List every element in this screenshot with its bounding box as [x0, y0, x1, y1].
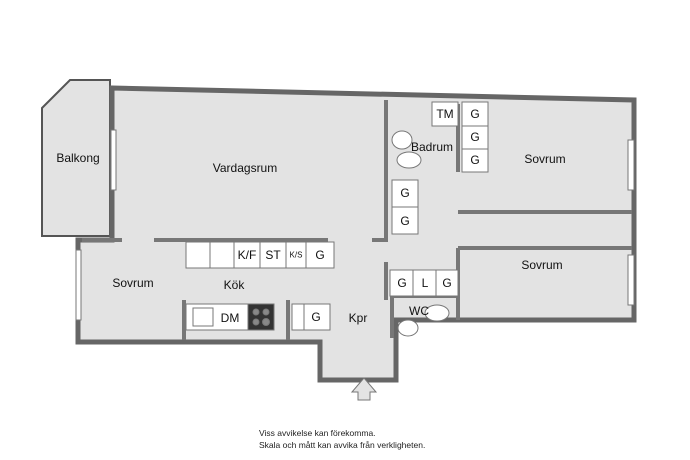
fixture-kf: K/F: [237, 248, 257, 262]
cabinets: [185, 101, 489, 337]
room-label-bathroom: Badrum: [410, 140, 454, 154]
fixture-g: G: [397, 276, 407, 290]
fixture-g: G: [400, 214, 410, 228]
room-label-wc: WC: [409, 304, 429, 318]
fixture-g: G: [442, 276, 452, 290]
fixture-dm: DM: [220, 311, 240, 325]
room-label-balcony: Balkong: [56, 151, 100, 165]
fixture-st: ST: [265, 248, 281, 262]
fixture-l: L: [421, 276, 429, 290]
fixture-g: G: [315, 248, 325, 262]
fixture-g: G: [470, 153, 480, 167]
fixture-g: G: [470, 107, 480, 121]
apartment-floor: [75, 85, 637, 383]
room-label-bedroom-2: Sovrum: [521, 258, 563, 272]
fixture-tm: TM: [436, 107, 454, 121]
room-label-hallway: Kpr: [348, 311, 368, 325]
room-label-living-room: Vardagsrum: [212, 161, 278, 175]
room-label-kitchen: Kök: [223, 278, 245, 292]
disclaimer-line-1: Viss avvikelse kan förekomma.: [259, 428, 376, 438]
fixture-g: G: [470, 130, 480, 144]
fixture-ks: K/S: [289, 250, 303, 260]
windows: [75, 129, 635, 321]
fixture-g: G: [400, 186, 410, 200]
entrance-arrow-icon: [350, 377, 378, 401]
disclaimer-line-2: Skala och mått kan avvika från verklighe…: [259, 440, 426, 450]
fixture-g: G: [311, 310, 321, 324]
room-label-bedroom-3: Sovrum: [112, 276, 154, 290]
room-label-bedroom-1: Sovrum: [524, 152, 566, 166]
